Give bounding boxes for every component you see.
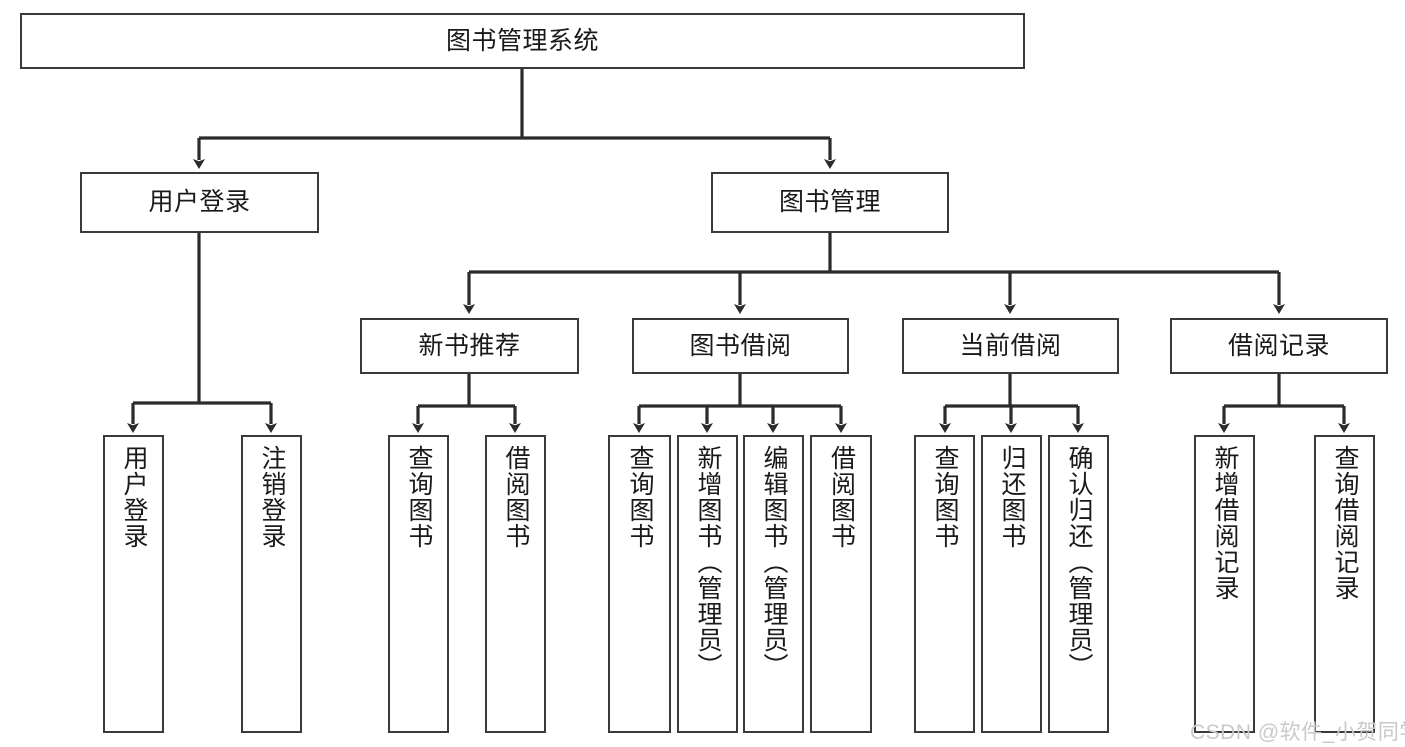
leaf-confirm-return[interactable]: 确认归还（管理员） — [1048, 435, 1109, 733]
leaf-edit-book[interactable]: 编辑图书（管理员） — [743, 435, 804, 733]
node-user-login[interactable]: 用户登录 — [80, 172, 319, 233]
node-label: 查询图书 — [931, 445, 959, 549]
csdn-watermark: CSDN @软件_小贺同学 — [1190, 721, 1405, 744]
node-current-borrow[interactable]: 当前借阅 — [902, 318, 1119, 374]
node-label: 图书管理 — [778, 188, 881, 216]
node-label: 图书借阅 — [689, 331, 792, 360]
edges-bookborrow-to-leaves — [633, 374, 847, 433]
node-book-borrow[interactable]: 图书借阅 — [632, 318, 849, 374]
node-label: 借阅记录 — [1227, 331, 1330, 360]
node-label: 图书管理系统 — [445, 26, 599, 55]
node-label: 用户登录 — [148, 188, 251, 216]
leaf-borrow-book-recommend[interactable]: 借阅图书 — [485, 435, 546, 733]
leaf-borrow-book[interactable]: 借阅图书 — [810, 435, 872, 733]
edges-newbook-to-leaves — [412, 374, 521, 433]
leaf-query-borrow-record[interactable]: 查询借阅记录 — [1314, 435, 1375, 733]
leaf-return-book[interactable]: 归还图书 — [981, 435, 1042, 733]
node-label: 注销登录 — [258, 445, 286, 549]
leaf-add-borrow-record[interactable]: 新增借阅记录 — [1194, 435, 1255, 733]
node-label: 查询图书 — [626, 445, 654, 549]
node-label: 编辑图书（管理员） — [760, 445, 788, 679]
edges-borrowrecord-to-leaves — [1218, 374, 1350, 433]
leaf-query-book-current[interactable]: 查询图书 — [914, 435, 975, 733]
leaf-user-login[interactable]: 用户登录 — [103, 435, 164, 733]
node-label: 确认归还（管理员） — [1065, 445, 1093, 679]
node-label: 归还图书 — [998, 445, 1026, 549]
leaf-user-logout[interactable]: 注销登录 — [241, 435, 302, 733]
node-label: 查询图书 — [405, 445, 433, 549]
edges-userlogin-to-leaves — [127, 233, 277, 433]
edges-currentborrow-to-leaves — [939, 374, 1084, 433]
node-label: 新增借阅记录 — [1211, 445, 1239, 601]
node-label: 查询借阅记录 — [1331, 445, 1359, 601]
leaf-add-book[interactable]: 新增图书（管理员） — [677, 435, 738, 733]
node-label: 新书推荐 — [418, 331, 521, 360]
edges-bookmanage-to-level3 — [463, 233, 1285, 314]
node-root-book-management-system[interactable]: 图书管理系统 — [20, 13, 1025, 69]
node-new-book-recommend[interactable]: 新书推荐 — [360, 318, 579, 374]
leaf-query-book-recommend[interactable]: 查询图书 — [388, 435, 449, 733]
node-label: 借阅图书 — [502, 445, 530, 549]
node-book-management[interactable]: 图书管理 — [711, 172, 949, 233]
edges-root-to-level2 — [193, 69, 836, 169]
leaf-query-book-borrow[interactable]: 查询图书 — [608, 435, 671, 733]
node-label: 用户登录 — [120, 445, 148, 549]
node-borrow-record[interactable]: 借阅记录 — [1170, 318, 1388, 374]
node-label: 借阅图书 — [827, 445, 856, 549]
node-label: 当前借阅 — [959, 331, 1062, 360]
node-label: 新增图书（管理员） — [694, 445, 722, 679]
